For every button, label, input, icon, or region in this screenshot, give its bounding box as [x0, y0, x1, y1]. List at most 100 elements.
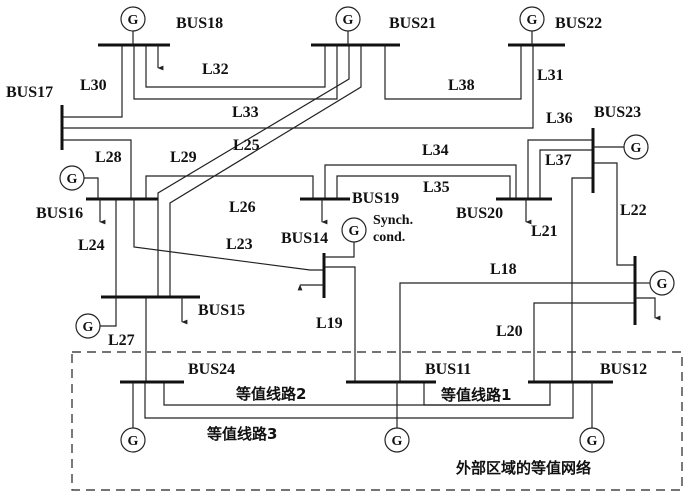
line-l33 [133, 45, 338, 100]
line-l29-label: L29 [170, 149, 197, 166]
transmission-lines [62, 45, 635, 419]
synch-cond-label-line1: Synch. [373, 213, 413, 228]
line-l30 [62, 45, 123, 118]
line-l25-label: L25 [233, 137, 260, 154]
external-area-boundary [71, 351, 683, 491]
line-eq3 [144, 382, 574, 419]
line-l21-label: L21 [531, 223, 558, 240]
line-l21 [571, 177, 593, 382]
gen-bus15-connector [100, 297, 117, 327]
loads [99, 45, 661, 325]
equivalent-line-3-label: 等值线路3 [207, 425, 277, 443]
generator-icon [120, 6, 146, 32]
line-l31-label: L31 [537, 67, 564, 84]
line-l22-label: L22 [620, 202, 647, 219]
line-l18-label: L18 [490, 261, 517, 278]
gen-bus18: G [120, 6, 146, 45]
generator-icon [120, 427, 146, 453]
line-l28 [62, 139, 132, 199]
gen-synch-cond-connector [324, 242, 355, 258]
equivalent-line-1-label: 等值线路1 [441, 386, 511, 404]
generator-symbol: G [128, 13, 139, 28]
line-l20 [533, 302, 635, 382]
gen-bus21: G [335, 6, 361, 45]
line-l38 [384, 45, 522, 100]
bus18-label: BUS18 [176, 15, 223, 32]
line-l37-label: L37 [545, 152, 572, 169]
generator-icon [623, 134, 649, 160]
generator-symbol: G [657, 277, 668, 292]
line-l19 [324, 266, 356, 382]
line-l34-label: L34 [422, 142, 449, 159]
bus19-label: BUS19 [352, 190, 399, 207]
synch-cond-label-line2: cond. [373, 230, 405, 245]
generator-symbol: G [587, 434, 598, 449]
gen-bus12: G [579, 382, 605, 453]
bus15-label: BUS15 [198, 302, 245, 319]
line-l32-label: L32 [202, 61, 229, 78]
bus20-label: BUS20 [456, 205, 503, 222]
load-l22-bus-icon [635, 297, 661, 321]
gen-bus15: G [75, 297, 117, 339]
gen-bus16-connector [84, 177, 99, 199]
generator-symbol: G [631, 141, 642, 156]
generators: G G G G G G G G G G G [59, 6, 675, 453]
generator-icon [59, 165, 85, 191]
bus22-label: BUS22 [555, 15, 602, 32]
generator-symbol: G [392, 434, 403, 449]
bus12-label: BUS12 [600, 361, 647, 378]
line-l26-label: L26 [229, 199, 256, 216]
generator-symbol: G [527, 13, 538, 28]
line-l25 [157, 45, 350, 297]
generator-icon [341, 217, 367, 243]
gen-synch-cond: G [324, 217, 367, 258]
gen-bus11: G [384, 382, 410, 453]
line-l36-label: L36 [546, 110, 573, 127]
line-l36 [527, 139, 593, 199]
generator-symbol: G [67, 172, 78, 187]
generator-symbol: G [128, 434, 139, 449]
line-l33-label: L33 [232, 104, 259, 121]
gen-bus22: G [519, 6, 545, 45]
line-l32 [145, 45, 326, 88]
line-eq2 [163, 382, 551, 406]
line-l34 [324, 164, 517, 199]
line-l24-label: L24 [78, 237, 105, 254]
line-l23-label: L23 [226, 236, 253, 253]
bus14-label: BUS14 [281, 230, 328, 247]
generator-icon [335, 6, 361, 32]
external-area-label: 外部区域的等值网络 [455, 459, 591, 477]
line-l27-label: L27 [108, 332, 135, 349]
line-l18 [399, 282, 635, 382]
line-l37 [539, 149, 593, 199]
bus16-label: BUS16 [36, 205, 83, 222]
generator-icon [649, 270, 675, 296]
generator-symbol: G [349, 224, 360, 239]
generator-symbol: G [83, 320, 94, 335]
gen-bus23: G [593, 134, 649, 160]
line-l20-label: L20 [496, 323, 523, 340]
generator-icon [75, 313, 101, 339]
line-l31 [62, 45, 534, 129]
generator-icon [519, 6, 545, 32]
line-l26 [169, 45, 362, 297]
line-l29 [145, 175, 314, 199]
line-l35-label: L35 [423, 179, 450, 196]
line-l19-label: L19 [316, 315, 343, 332]
bus23-label: BUS23 [594, 104, 641, 121]
bus17-label: BUS17 [6, 84, 53, 101]
line-eq1 [423, 382, 550, 406]
equivalent-line-2-label: 等值线路2 [236, 385, 306, 403]
generator-icon [579, 427, 605, 453]
gen-bus16: G [59, 165, 99, 199]
bus11-label: BUS11 [425, 361, 471, 378]
line-l22 [593, 162, 635, 266]
line-l28-label: L28 [95, 149, 122, 166]
gen-l22-bus: G [635, 270, 675, 296]
line-l23 [133, 199, 324, 271]
line-l30-label: L30 [80, 77, 107, 94]
line-l38-label: L38 [448, 77, 475, 94]
generator-icon [384, 427, 410, 453]
